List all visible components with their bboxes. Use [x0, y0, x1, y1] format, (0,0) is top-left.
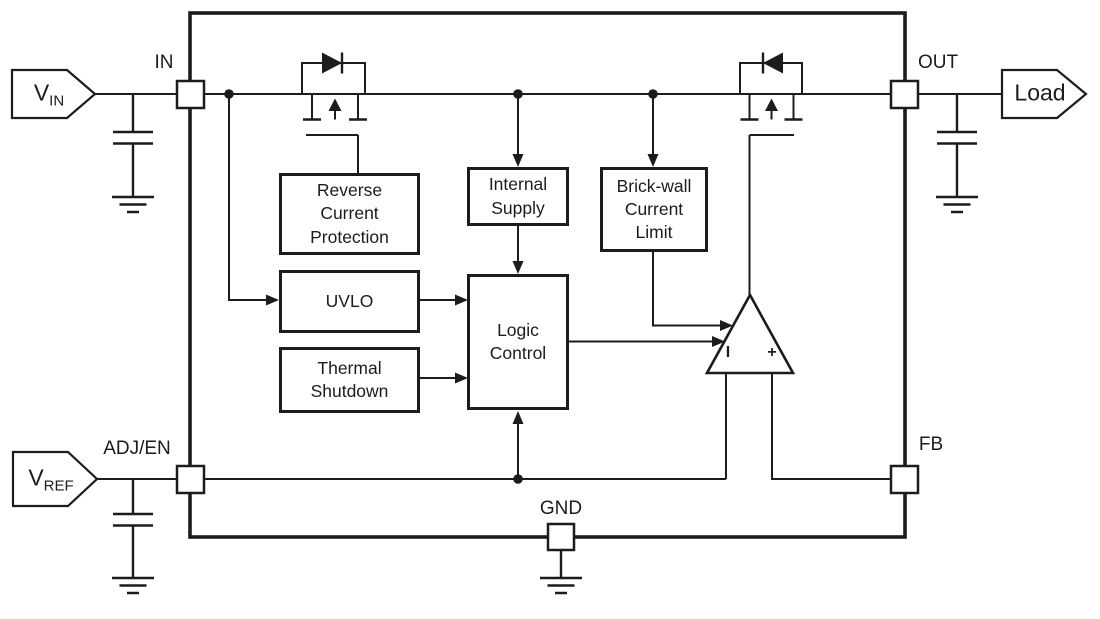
vin-tag-label: VIN: [33, 79, 65, 110]
block-thermal-shutdown: Thermal Shutdown: [279, 347, 420, 413]
pin-out: [889, 79, 920, 110]
pin-in: [175, 79, 206, 110]
vref-symbol: V: [28, 464, 44, 491]
amp-inverting-mark: I: [725, 344, 731, 361]
ground-symbol: [540, 576, 582, 595]
body-arrow: [765, 98, 778, 111]
gnd-ground: [540, 550, 582, 595]
body-arrow: [328, 98, 342, 111]
pin-label-adj-en: ADJ/EN: [103, 438, 171, 459]
block-internal-supply: Internal Supply: [467, 167, 569, 226]
input-capacitor: [112, 94, 154, 214]
vin-tag-shape: [10, 68, 97, 120]
ground-symbol: [112, 195, 154, 214]
uvlo-to-logic-wire: [419, 294, 468, 306]
block-logic-control: Logic Control: [467, 274, 569, 410]
arrowhead: [512, 411, 524, 424]
supply-to-logic-wire: [512, 226, 524, 274]
junction-dot: [513, 89, 523, 99]
input-pass-fet: [301, 52, 367, 173]
pin-adj-en: [175, 464, 206, 495]
pin-gnd: [546, 522, 576, 552]
vin-symbol: V: [33, 79, 50, 106]
output-pass-fet: [739, 52, 803, 295]
arrowhead: [266, 294, 279, 306]
amp-noninverting-mark: +: [767, 344, 777, 361]
junction-dot: [224, 89, 234, 99]
body-diode: [763, 52, 783, 74]
reference-capacitor: [113, 479, 153, 578]
pin-label-in: IN: [154, 52, 174, 73]
junction-dots: [224, 89, 658, 484]
pin-label-out: OUT: [917, 52, 959, 73]
current-limit-feed: [647, 94, 659, 167]
arrowhead: [712, 336, 725, 347]
vref-subscript: REF: [43, 477, 74, 495]
pins: [175, 79, 920, 552]
output-capacitor: [936, 94, 978, 214]
arrowhead: [455, 294, 468, 306]
junction-dot: [513, 474, 523, 484]
arrowhead: [512, 154, 524, 167]
arrowhead: [647, 154, 659, 167]
amp-feedback-leg: [771, 373, 891, 480]
pin-fb: [889, 464, 920, 495]
uvlo-feed-wire: [228, 94, 279, 306]
arrowhead: [455, 372, 468, 384]
block-brick-wall-current-limit: Brick-wall Current Limit: [600, 167, 708, 252]
vref-tag-label: VREF: [28, 464, 74, 495]
arrowhead: [512, 261, 524, 274]
internal-supply-feed: [512, 94, 524, 167]
ground-symbol: [936, 195, 978, 214]
body-diode-loop: [739, 62, 803, 94]
ground-symbol: [112, 576, 154, 595]
load-tag-label: Load: [1014, 79, 1066, 106]
error-amplifier: [704, 292, 796, 375]
block-reverse-current-protection: Reverse Current Protection: [279, 173, 420, 255]
vref-tag-shape: [11, 450, 99, 508]
body-diode: [322, 52, 342, 74]
arrowhead: [720, 320, 733, 331]
pin-label-gnd: GND: [539, 498, 583, 519]
thermal-to-logic-wire: [419, 372, 468, 384]
pin-label-fb: FB: [918, 434, 944, 455]
load-tag-shape: [1000, 68, 1088, 120]
vin-subscript: IN: [49, 92, 65, 110]
gate-wire: [306, 134, 359, 173]
enable-to-logic-wire: [512, 411, 524, 479]
junction-dot: [648, 89, 658, 99]
logic-to-amp-wire: [568, 336, 725, 347]
body-diode-loop: [301, 62, 366, 94]
block-uvlo: UVLO: [279, 270, 420, 333]
current-limit-to-amp-wire: [652, 252, 733, 331]
